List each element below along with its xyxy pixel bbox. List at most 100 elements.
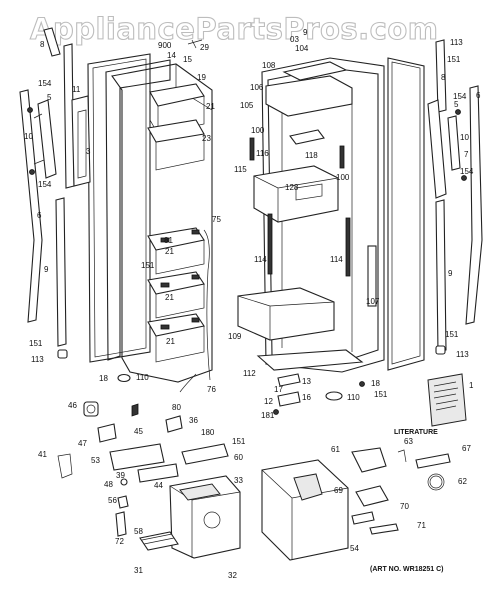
- callout-c55: 151: [447, 55, 461, 64]
- callout-c3: 14: [167, 51, 176, 60]
- callout-c19: 151: [141, 261, 155, 270]
- callout-c61: 7: [464, 150, 469, 159]
- callout-c46: 18: [371, 379, 380, 388]
- callout-c26: 110: [136, 373, 149, 382]
- callout-c73: 41: [38, 450, 47, 459]
- callout-c7: 21: [206, 102, 215, 111]
- callout-c32: 108: [262, 61, 276, 70]
- callout-c62: 154: [460, 167, 474, 176]
- callout-c77: 44: [154, 481, 163, 490]
- callout-c39: 115: [234, 165, 247, 174]
- callout-c6: 19: [197, 73, 206, 82]
- callout-c10: 5: [47, 93, 52, 102]
- callout-c42: 114: [330, 255, 343, 264]
- callout-c14: 154: [38, 180, 52, 189]
- callout-c53: 181: [261, 411, 275, 420]
- callout-c33: 106: [250, 83, 264, 92]
- callout-c25: 18: [99, 374, 108, 383]
- dispenser-assembly: [57, 401, 241, 559]
- callout-c57: 154: [453, 92, 467, 101]
- callout-c29: 9: [303, 28, 308, 37]
- callout-c84: 32: [228, 571, 237, 580]
- callout-c27: 76: [207, 385, 216, 394]
- callout-c37: 118: [305, 151, 318, 160]
- callout-c71: 151: [232, 437, 246, 446]
- callout-c83: 31: [134, 566, 143, 575]
- callout-c68: 45: [134, 427, 143, 436]
- callout-c80: 56: [108, 496, 117, 505]
- callout-c66: 1: [469, 381, 474, 390]
- callout-c21: 21: [166, 337, 175, 346]
- callout-c89: 69: [334, 486, 343, 495]
- callout-c50: 16: [302, 393, 311, 402]
- callout-c8: 23: [202, 134, 211, 143]
- callout-c74: 53: [91, 456, 100, 465]
- callout-c59: 5: [454, 100, 459, 109]
- callout-c1: 8: [40, 40, 45, 49]
- callout-c69: 36: [189, 416, 198, 425]
- callout-c11: 11: [72, 85, 81, 94]
- callout-c43: 107: [366, 297, 380, 306]
- callout-c56: 8: [441, 73, 446, 82]
- callout-c75: 60: [234, 453, 243, 462]
- callout-c24: 113: [31, 355, 44, 364]
- callout-c4: 15: [183, 55, 192, 64]
- callout-c87: 67: [462, 444, 471, 453]
- callout-c2: 900: [158, 41, 172, 50]
- callout-c70: 180: [201, 428, 215, 437]
- callout-c92: 54: [350, 544, 359, 553]
- callout-c18: 21: [165, 247, 174, 256]
- callout-c15: 6: [37, 211, 42, 220]
- callout-c88: 62: [458, 477, 467, 486]
- callout-c38: 100: [336, 173, 350, 182]
- callout-c16: 75: [212, 215, 221, 224]
- callout-c86: 63: [404, 437, 413, 446]
- callout-c78: 33: [234, 476, 243, 485]
- callout-c85: 61: [331, 445, 340, 454]
- dispenser-cover-parts: [261, 447, 451, 561]
- callout-c60: 10: [460, 133, 469, 142]
- callout-c52: 151: [374, 390, 388, 399]
- watermark-text: AppliancePartsPros.com: [30, 12, 438, 46]
- callout-c31: 104: [295, 44, 309, 53]
- callout-c76: 39: [116, 471, 125, 480]
- callout-c5: 29: [200, 43, 209, 52]
- callout-c49: 12: [264, 397, 273, 406]
- callout-c22: 9: [44, 265, 49, 274]
- callout-c20: 21: [165, 293, 174, 302]
- freezer-door-assembly: [19, 27, 213, 393]
- callout-c30: 03: [290, 35, 299, 44]
- callout-c17: 81: [164, 236, 173, 245]
- callout-c35: 100: [251, 126, 265, 135]
- literature-booklet: [427, 373, 467, 427]
- callout-c72: 47: [78, 439, 87, 448]
- callout-c12: 10: [24, 132, 33, 141]
- callout-c65: 113: [456, 350, 469, 359]
- callout-c63: 9: [448, 269, 453, 278]
- callout-c79: 48: [104, 480, 113, 489]
- callout-c44: 109: [228, 332, 242, 341]
- callout-c64: 151: [445, 330, 459, 339]
- callout-c82: 72: [115, 537, 124, 546]
- callout-c9: 154: [38, 79, 52, 88]
- callout-c28: 80: [172, 403, 181, 412]
- callout-c51: 110: [347, 393, 360, 402]
- literature-label: LITERATURE: [394, 429, 438, 436]
- callout-c48: 13: [302, 377, 311, 386]
- callout-c23: 151: [29, 339, 43, 348]
- fresh-food-compartment: [237, 39, 483, 415]
- callout-c54: 113: [450, 38, 463, 47]
- callout-c40: 128: [285, 183, 299, 192]
- art-number-caption: (ART NO. WR18251 C): [370, 566, 444, 573]
- callout-c41: 114: [254, 255, 267, 264]
- callout-c34: 105: [240, 101, 254, 110]
- callout-c47: 17: [274, 385, 283, 394]
- callout-c81: 58: [134, 527, 143, 536]
- callout-c91: 71: [417, 521, 426, 530]
- callout-c36: 116: [256, 149, 269, 158]
- callout-c58: 6: [476, 91, 481, 100]
- callout-c13: 3: [86, 147, 91, 156]
- callout-c90: 70: [400, 502, 409, 511]
